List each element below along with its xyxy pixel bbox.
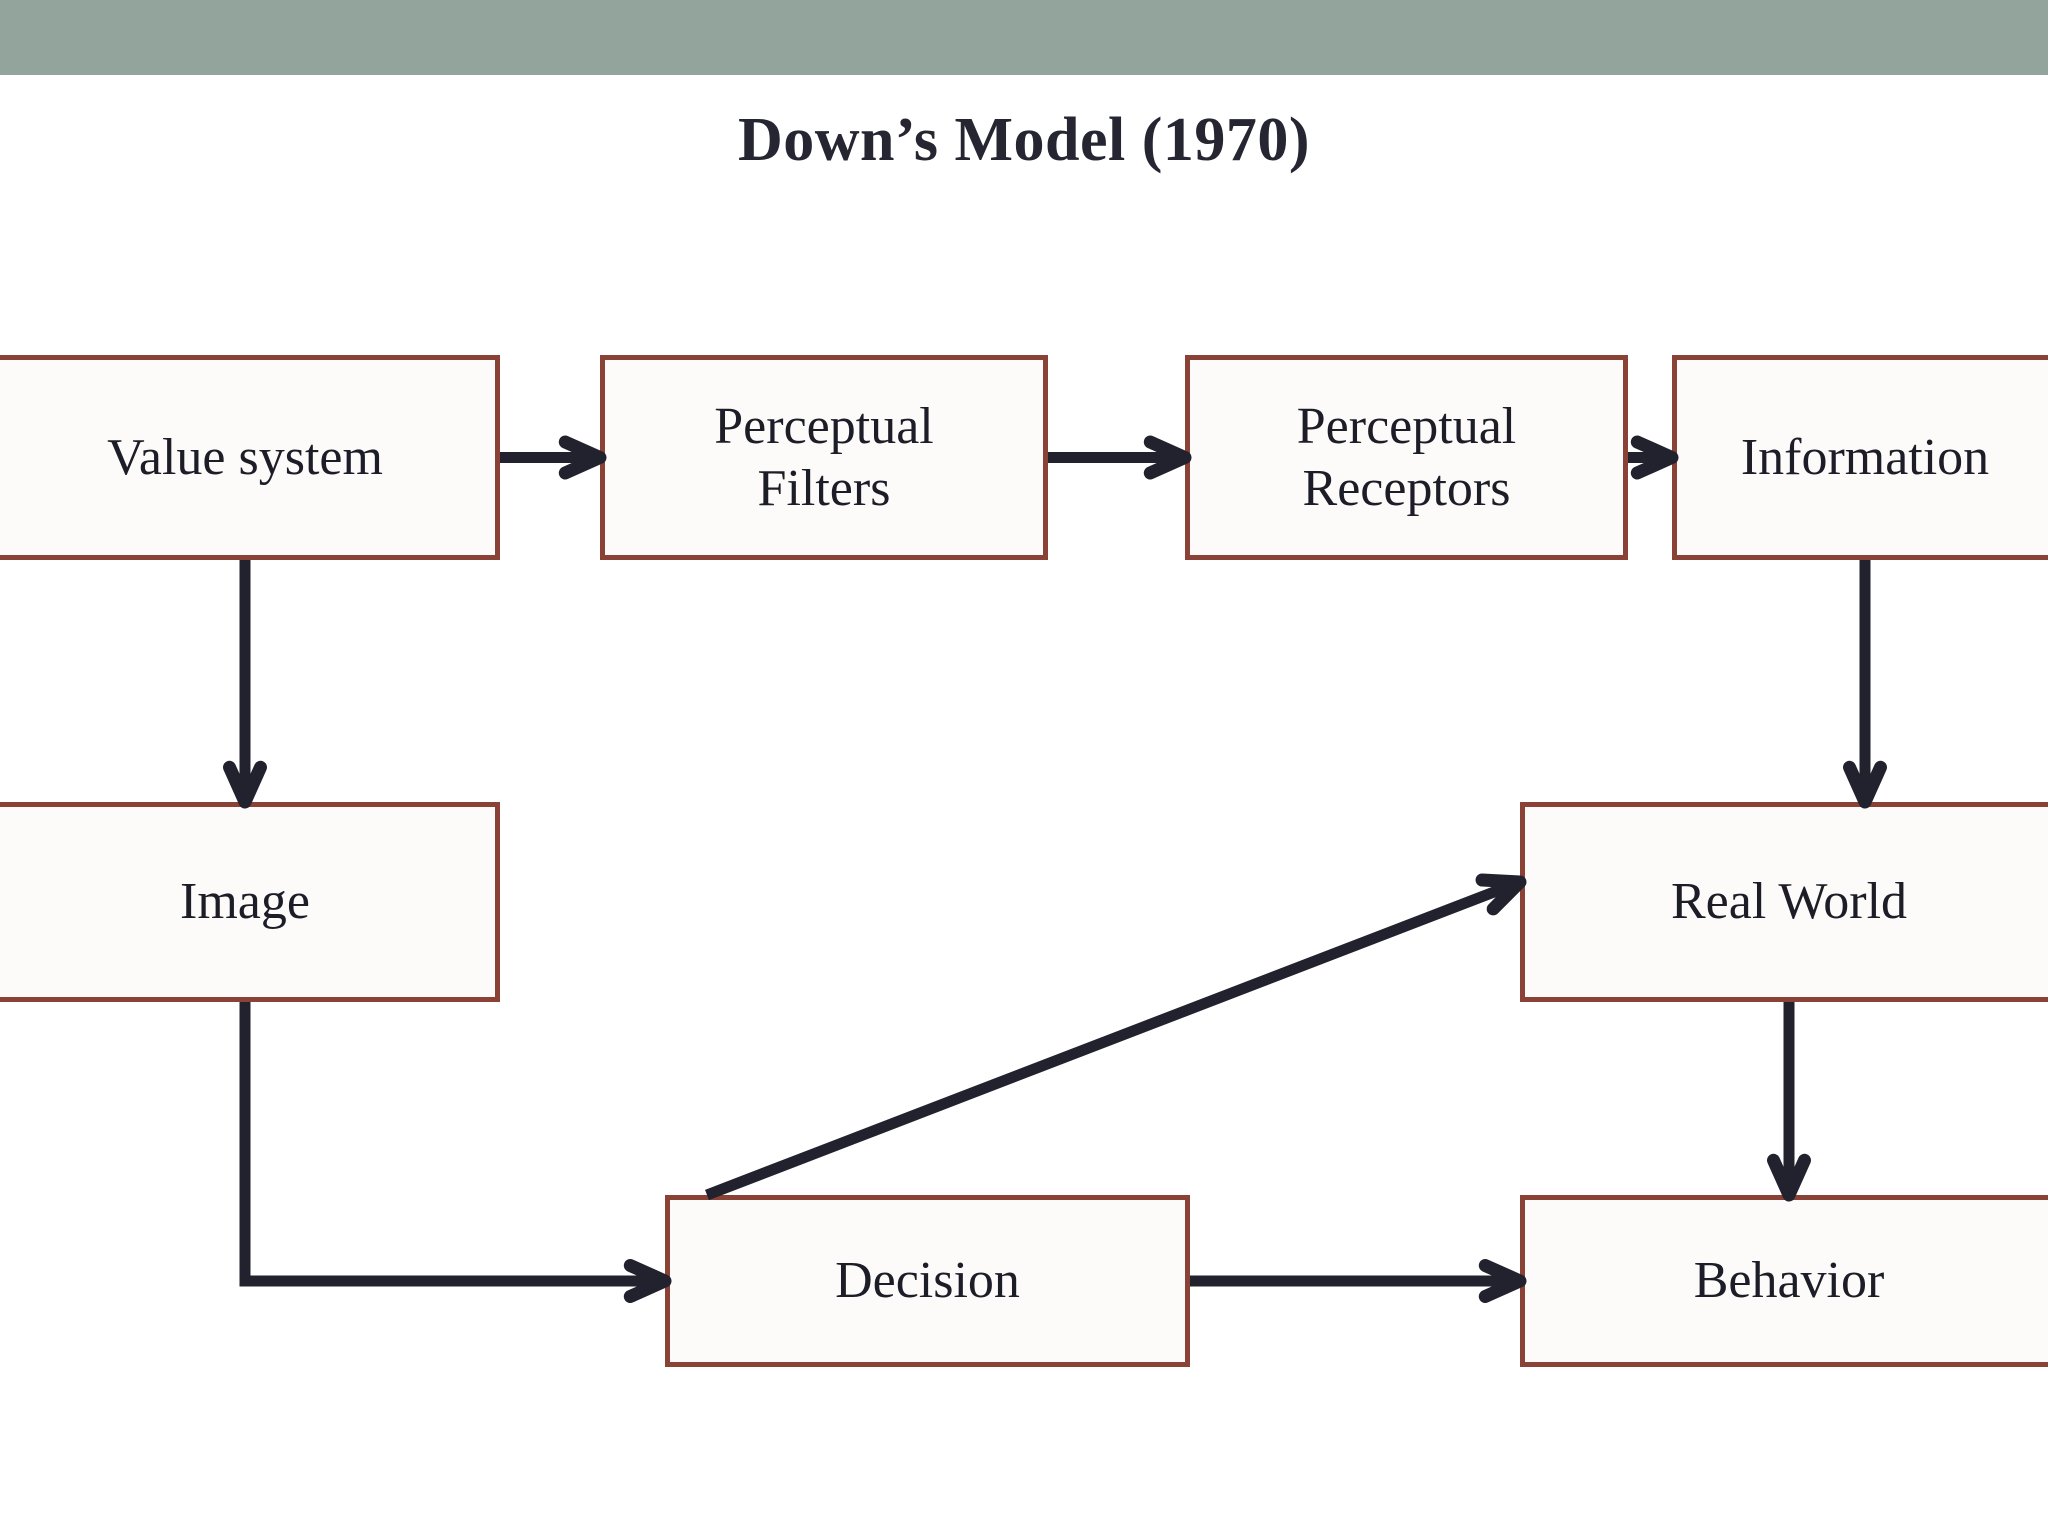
node-behavior[interactable]: Behavior xyxy=(1520,1195,2048,1367)
connector-decision-to-behavior-arrowhead xyxy=(1478,1259,1527,1303)
page-title: Down’s Model (1970) xyxy=(737,106,1311,174)
connector-perceptual-filters-to-perceptual-receptors-arrowhead xyxy=(1143,435,1192,480)
node-label: Decision xyxy=(835,1252,1020,1310)
node-real-world[interactable]: Real World xyxy=(1520,802,2048,1002)
connector-value-system-to-perceptual-filters-arrowhead xyxy=(558,435,607,480)
node-information[interactable]: Information xyxy=(1672,355,2048,560)
connector-perceptual-receptors-to-information-arrowhead xyxy=(1630,435,1679,480)
node-label: Value system xyxy=(107,428,383,486)
node-decision[interactable]: Decision xyxy=(665,1195,1190,1367)
node-label: Information xyxy=(1740,428,1990,486)
connector-real-world-to-behavior-arrowhead xyxy=(1767,1153,1811,1202)
connector-decision-to-real-world-arrowhead xyxy=(1475,873,1527,916)
node-label: Image xyxy=(180,873,310,931)
connector-image-to-decision-arrowhead xyxy=(623,1259,672,1303)
node-image[interactable]: Image xyxy=(0,802,500,1002)
connector-decision-to-real-world xyxy=(705,876,1522,1201)
node-label: Behavior xyxy=(1693,1252,1885,1310)
connector-image-to-decision xyxy=(239,1002,665,1287)
node-label: Real World xyxy=(1670,873,1908,931)
connector-value-system-to-image-arrowhead xyxy=(223,760,267,809)
node-value-system[interactable]: Value system xyxy=(0,355,500,560)
slide-top-accent-bar xyxy=(0,0,2048,75)
connector-information-to-real-world-arrowhead xyxy=(1843,760,1887,809)
